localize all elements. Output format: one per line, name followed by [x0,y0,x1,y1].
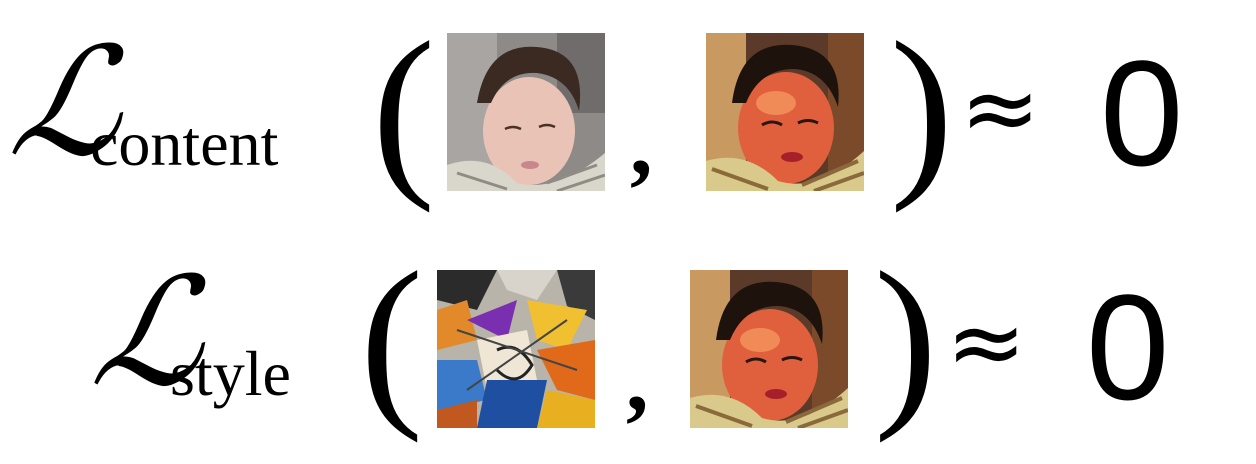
loss-subscript-style: style [170,338,291,409]
close-paren: ) [890,4,954,214]
style-image-painting [437,270,595,428]
zero-value: 0 [1086,263,1170,431]
close-paren: ) [874,234,938,444]
comma: , [626,331,649,430]
content-image-photo [447,33,605,191]
generated-image [690,270,848,428]
approx-sign: ≈ [960,52,1041,164]
content-loss-equation: ℒ content ( , [0,14,1256,220]
open-paren: ( [372,4,436,214]
zero-value: 0 [1100,29,1184,197]
approx-sign: ≈ [946,286,1027,398]
open-paren: ( [360,234,424,444]
comma: , [630,95,653,194]
style-loss-equation: ℒ style ( , [0,244,1256,450]
generated-image [706,33,864,191]
loss-subscript-content: content [90,108,279,179]
